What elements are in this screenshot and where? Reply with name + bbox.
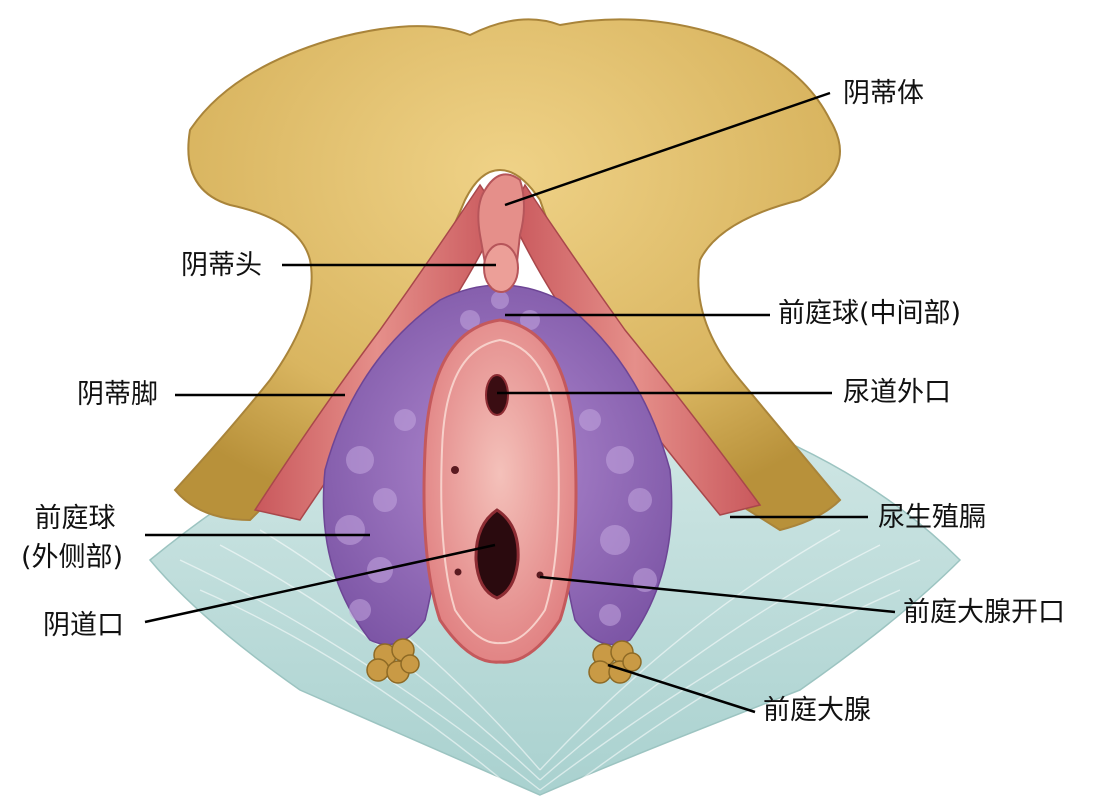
small-opening-shape bbox=[451, 466, 459, 474]
clitoris-shape bbox=[478, 174, 524, 292]
label-crus-clitoris: 阴蒂脚 bbox=[77, 378, 158, 412]
label-greater-vestibular-gland: 前庭大腺 bbox=[763, 694, 871, 728]
label-bulb-lateral-sub: (外侧部) bbox=[2, 541, 142, 575]
label-vaginal-orifice: 阴道口 bbox=[43, 609, 124, 643]
label-bulb-lateral: 前庭球 bbox=[20, 502, 130, 536]
label-bulb-intermediate: 前庭球(中间部) bbox=[778, 297, 961, 331]
urethral-orifice-shape bbox=[486, 375, 508, 415]
label-urogenital-diaphragm: 尿生殖膈 bbox=[878, 501, 986, 535]
small-opening-shape bbox=[455, 569, 462, 576]
label-clitoris-body: 阴蒂体 bbox=[843, 77, 924, 111]
label-external-urethral-orifice: 尿道外口 bbox=[843, 376, 951, 410]
vestibule-shape bbox=[424, 320, 576, 662]
label-gland-opening: 前庭大腺开口 bbox=[903, 596, 1065, 630]
label-glans-clitoris: 阴蒂头 bbox=[181, 249, 262, 283]
